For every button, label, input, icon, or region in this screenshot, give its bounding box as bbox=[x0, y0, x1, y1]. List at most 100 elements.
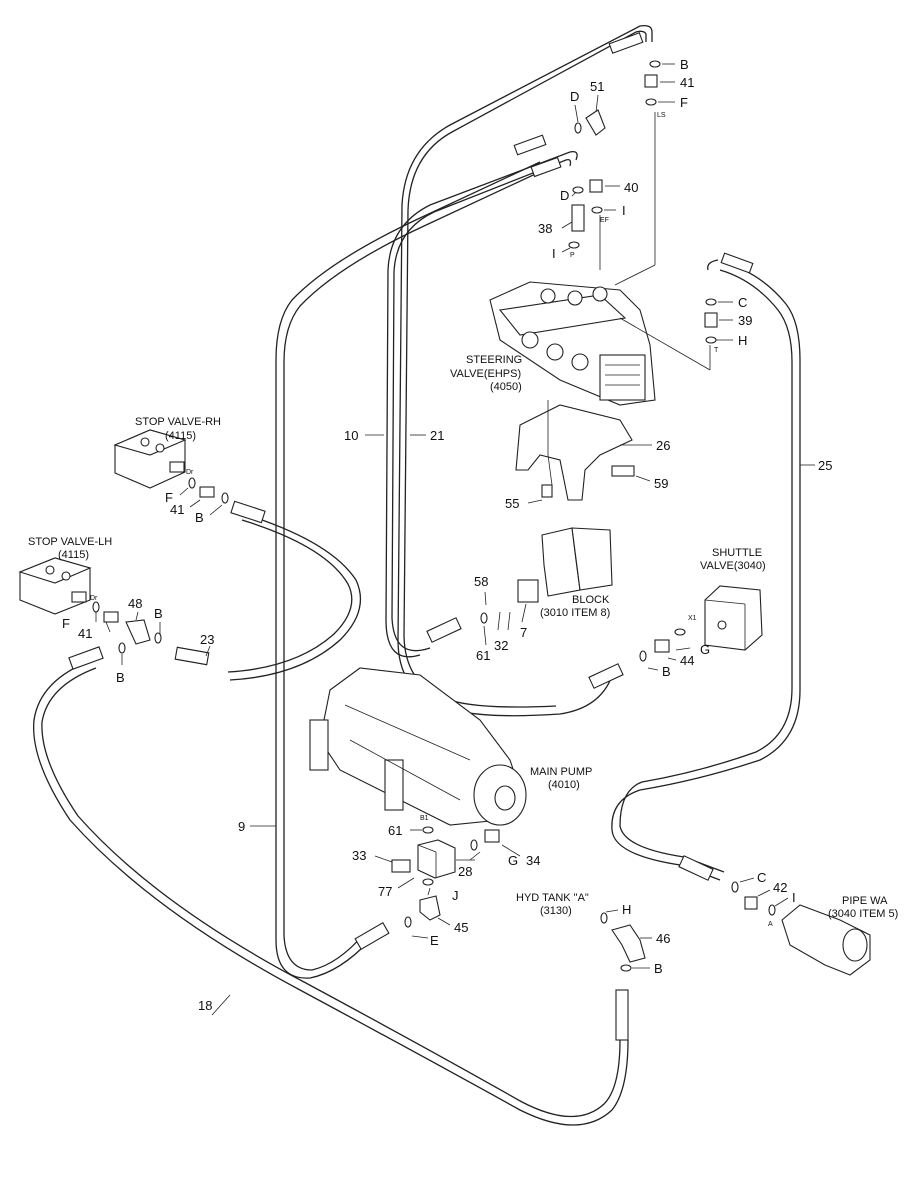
caption-main-pump: MAIN PUMP bbox=[530, 766, 592, 778]
callout: 39 bbox=[738, 313, 752, 328]
callout: F bbox=[165, 490, 173, 505]
caption-block: BLOCK bbox=[572, 594, 610, 606]
elbow-51 bbox=[585, 109, 606, 136]
callout: 23 bbox=[200, 632, 214, 647]
elbow-46 bbox=[611, 924, 646, 963]
hose-25 bbox=[611, 259, 801, 881]
caption-block: (3010 ITEM 8) bbox=[540, 607, 610, 619]
shuttle-valve bbox=[704, 585, 763, 651]
callout: 42 bbox=[773, 880, 787, 895]
callout: D bbox=[560, 188, 569, 203]
caption-steering-valve: STEERING bbox=[466, 354, 522, 366]
block-3010 bbox=[517, 527, 613, 603]
manifold-28 bbox=[417, 839, 456, 879]
callout: B bbox=[680, 57, 689, 72]
callout: 41 bbox=[78, 626, 92, 641]
callout: B bbox=[116, 670, 125, 685]
hose-fittings bbox=[68, 32, 754, 1041]
adapter-48 bbox=[125, 619, 151, 645]
callout: 25 bbox=[818, 458, 832, 473]
callout: H bbox=[622, 902, 631, 917]
callout: C bbox=[738, 295, 747, 310]
port-mark: LS bbox=[657, 112, 666, 119]
callout: 10 bbox=[344, 428, 358, 443]
hose-10-inner bbox=[403, 30, 647, 708]
port-mark: Dr bbox=[90, 595, 98, 602]
caption-stop-valve-rh: (4115) bbox=[165, 430, 196, 442]
hose-21 bbox=[385, 151, 578, 658]
callout: 40 bbox=[624, 180, 638, 195]
callout: 58 bbox=[474, 574, 488, 589]
callout: B bbox=[662, 664, 671, 679]
callout: F bbox=[680, 95, 688, 110]
port-mark: EF bbox=[600, 217, 609, 224]
callout: G bbox=[700, 642, 710, 657]
callout: H bbox=[738, 333, 747, 348]
callout: I bbox=[622, 203, 626, 218]
callout: 45 bbox=[454, 920, 468, 935]
stop-valve-lh bbox=[18, 557, 92, 615]
callout: 28 bbox=[458, 864, 472, 879]
caption-pipe-wa: (3040 ITEM 5) bbox=[828, 908, 898, 920]
port-mark: X1 bbox=[688, 615, 697, 622]
callout: J bbox=[452, 888, 459, 903]
callout: 33 bbox=[352, 848, 366, 863]
steering-valve bbox=[489, 112, 711, 406]
caption-stop-valve-rh: STOP VALVE-RH bbox=[135, 416, 221, 428]
callout: B bbox=[195, 510, 204, 525]
callout: C bbox=[757, 870, 766, 885]
callout: 61 bbox=[388, 823, 402, 838]
callout: 61 bbox=[476, 648, 490, 663]
port-mark: B1 bbox=[420, 815, 429, 822]
pipe-wa bbox=[781, 904, 871, 976]
hose-9 bbox=[275, 161, 541, 979]
callout: 32 bbox=[494, 638, 508, 653]
hose-21-inner bbox=[391, 158, 572, 652]
callout: 38 bbox=[538, 221, 552, 236]
caption-steering-valve: (4050) bbox=[490, 381, 522, 393]
bracket-26 bbox=[515, 400, 633, 501]
callout: 26 bbox=[656, 438, 670, 453]
callout: I bbox=[792, 890, 796, 905]
callout: 18 bbox=[198, 998, 212, 1013]
port-mark: P bbox=[570, 252, 575, 259]
callout: 59 bbox=[654, 476, 668, 491]
leader-lines bbox=[95, 63, 815, 1016]
callout: G bbox=[508, 853, 518, 868]
port-mark: Dr bbox=[186, 469, 194, 476]
caption-main-pump: (4010) bbox=[548, 779, 580, 791]
hose-18 bbox=[32, 659, 629, 1126]
callout: 7 bbox=[520, 625, 527, 640]
stop-valve-rh bbox=[113, 429, 187, 489]
caption-stop-valve-lh: STOP VALVE-LH bbox=[28, 536, 112, 548]
hose-23-inner bbox=[227, 519, 353, 673]
callout: 9 bbox=[238, 819, 245, 834]
callout: 55 bbox=[505, 496, 519, 511]
callout: D bbox=[570, 89, 579, 104]
callout: 41 bbox=[680, 75, 694, 90]
hose-9-inner bbox=[283, 169, 545, 971]
callout: 44 bbox=[680, 653, 694, 668]
callout: I bbox=[552, 246, 556, 261]
caption-shuttle-valve: SHUTTLE bbox=[712, 547, 762, 559]
callout: 48 bbox=[128, 596, 142, 611]
callout: B bbox=[154, 606, 163, 621]
caption-hyd-tank: (3130) bbox=[540, 905, 572, 917]
caption-shuttle-valve: VALVE(3040) bbox=[700, 560, 766, 572]
port-mark: T bbox=[714, 347, 719, 354]
callout: E bbox=[430, 933, 439, 948]
main-pump bbox=[309, 667, 527, 826]
callout: F bbox=[62, 616, 70, 631]
small-fittings bbox=[92, 60, 776, 972]
hose-25-inner bbox=[619, 269, 793, 873]
caption-pipe-wa: PIPE WA bbox=[842, 895, 888, 907]
callout: 41 bbox=[170, 502, 184, 517]
caption-steering-valve: VALVE(EHPS) bbox=[450, 368, 521, 380]
callout: 77 bbox=[378, 884, 392, 899]
elbow-45 bbox=[419, 895, 441, 921]
callout: 46 bbox=[656, 931, 670, 946]
hose-23 bbox=[229, 511, 362, 681]
caption-hyd-tank: HYD TANK "A" bbox=[516, 892, 589, 904]
